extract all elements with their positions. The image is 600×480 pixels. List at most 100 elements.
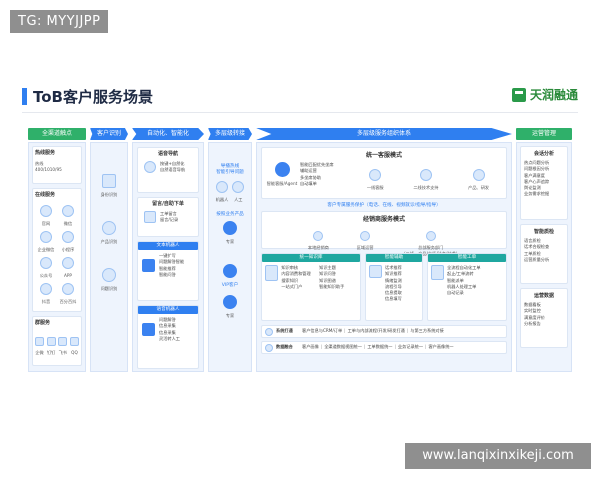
group-title: 群服务: [35, 320, 51, 326]
online-item: 微信: [57, 202, 79, 228]
first-node: 智能客服/Agent: [264, 162, 300, 187]
online-item: 百分百抖: [57, 280, 79, 306]
wecom-icon: [40, 231, 52, 243]
group-row: 企微 钉钉 飞书 QQ: [35, 331, 79, 356]
section-item: 语言质检: [524, 238, 541, 243]
online-item-label: 百分百抖: [59, 299, 77, 304]
wecom-icon: [35, 337, 44, 346]
book-icon: [265, 265, 279, 281]
card-content: 工单留言留言/记录: [140, 211, 196, 224]
operations-data-card: 运营数据 数据看板 实时监控 满意度评价 分析报告: [520, 288, 568, 348]
column-header: 客户识别: [90, 128, 128, 140]
identify-item: 问题识别: [91, 267, 127, 292]
person-icon: [369, 169, 382, 181]
tier-node: 本地经销商: [308, 226, 329, 257]
panel-content: 知识审核 知识主题 内容消费和管理 知识问答 搜索知识 知识图谱 一站式门户 智…: [262, 262, 360, 293]
card-line: 问题解答: [159, 317, 176, 322]
person-icon: [360, 231, 371, 241]
section-items: 热点问题分析 问题根因分析 客户满意度 客户心声追踪 舆论监测 业务需求挖掘: [524, 160, 564, 198]
panel-item: 话术推荐: [385, 265, 402, 270]
group-item: 钉钉: [46, 331, 56, 356]
row-cell: 工单与内部流程/开发/研发打通: [347, 328, 405, 334]
identify-label: 问题识别: [100, 286, 118, 291]
pencil-icon: [142, 259, 155, 273]
session-analysis-card: 会话分析 热点问题分析 问题根因分析 客户满意度 客户心声追踪 舆论监测 业务需…: [520, 146, 568, 220]
person-icon: [472, 169, 485, 181]
panel-item: 一站式门户: [281, 283, 303, 289]
agent-label: 人工: [234, 197, 243, 202]
section-item: 客户心声追踪: [524, 178, 550, 184]
card-title: 语音导航: [157, 151, 178, 157]
column-body: 语音导航 按键+自然化自然语音导航 留言/自助下单 工单留言留言/记录 文本机器…: [132, 142, 204, 372]
column-header: 自动化、智能化: [132, 128, 204, 140]
node-label: 产品、研发: [468, 185, 490, 190]
row-cell: 客户信息与CRM/订单: [302, 328, 343, 334]
assist-panel: 智能辅助 话术推荐 知识推荐 情绪监测 流程引导 信息提取 信息填写: [365, 253, 423, 321]
section-item: 运营质量分析: [524, 256, 550, 262]
column-header: 运营管理: [516, 128, 572, 140]
online-title: 在线服务: [35, 192, 56, 198]
column-organization: 多层级服务组织体系 统一客服模式 智能客服/Agent 智能匹配优先坐席 辅助运…: [256, 128, 512, 372]
check-circle-icon: [102, 221, 116, 235]
tier-content: 智能客服/Agent 智能匹配优先坐席 辅助运营 多坐席协助 自动填单 一线客服…: [264, 162, 504, 191]
column-body: 身份识别 产品识别 问题识别: [90, 142, 128, 372]
brand-logo: 天润融通: [511, 86, 578, 103]
node-label: 二线技术支持: [413, 185, 439, 190]
identify-label: 身份识别: [100, 192, 118, 197]
person-icon: [223, 221, 237, 235]
route-agents: 机器人 人工: [209, 178, 251, 203]
card-line: 智能推荐: [159, 265, 176, 271]
row-cell: 客户画像: [302, 344, 319, 350]
panel-item: 信息填写: [385, 296, 402, 302]
panel-item: 机器人处理工单: [447, 283, 477, 289]
section-item: 分析报告: [524, 320, 541, 326]
panel-item: 知识主题: [319, 265, 336, 270]
panel-item: 知识审核: [281, 265, 299, 270]
group-item-label: 钉钉: [46, 350, 56, 355]
tier-nodes: 一线客服 二线技术支持 产品、研发: [352, 166, 504, 191]
section-item: 数据看板: [524, 302, 541, 307]
panel-item: 流程引导: [385, 283, 402, 289]
section-title: 会话分析: [533, 151, 554, 157]
data-fusion-row: 数据融合 客户画像| 全渠道数据视图统一| 工单数据统一| 业务记录统一| 客户…: [261, 341, 507, 354]
tier-title: 统一客服模式: [365, 152, 402, 159]
row-separator: |: [394, 344, 396, 350]
column-body: 统一客服模式 智能客服/Agent 智能匹配优先坐席 辅助运营 多坐席协助 自动…: [256, 142, 512, 372]
tier-node: 产品、研发: [468, 166, 489, 191]
card-line: 信息采集: [159, 323, 176, 329]
panel-item: 搜索知识: [281, 277, 299, 283]
logo-text: 天润融通: [529, 88, 578, 102]
tier-node: 一线客服: [367, 166, 384, 191]
data-icon: [265, 343, 273, 352]
panel-item: 内容消费和管理: [281, 271, 311, 277]
person-icon: [419, 169, 432, 181]
group-item: QQ: [69, 331, 79, 356]
section-items: 语言质检 话术合规检查 工单质检 运营质量分析: [524, 238, 564, 263]
panel-item: 智能知识助手: [319, 283, 345, 289]
card-line: 智能问答: [159, 271, 176, 277]
identify-item: 身份识别: [91, 173, 127, 198]
tier-bullets: 智能匹配优先坐席 辅助运营 多坐席协助 自动填单: [300, 162, 352, 187]
capability-panels: 统一知识库 知识审核 知识主题 内容消费和管理 知识问答 搜索知识 知识图谱 一…: [261, 253, 507, 321]
id-card-icon: [102, 174, 116, 188]
hotline-numbers: 400/1010/95: [35, 167, 62, 172]
panel-items: 知识审核 知识主题 内容消费和管理 知识问答 搜索知识 知识图谱 一站式门户 智…: [281, 265, 357, 290]
vip-label: VIP客户: [221, 283, 239, 288]
row-cell: 业务记录统一: [397, 344, 424, 350]
column-header: 全渠道触点: [28, 128, 86, 140]
panel-items: 全流程自动化工单 起止/工单流转 智能派单 机器人处理工单 自动记录: [447, 265, 481, 296]
card-line: 信息采集: [159, 329, 176, 335]
agent-label: 机器人: [215, 197, 229, 202]
group-item-label: 企微: [35, 350, 44, 355]
section-title: 智能质检: [533, 229, 554, 235]
message-icon: [144, 211, 156, 224]
row-cell: 工单数据统一: [367, 344, 393, 350]
card-title: 语音机器人: [138, 306, 198, 314]
section-item: 舆论监测: [524, 185, 541, 191]
top-tag: TG: MYYJJPP: [10, 10, 109, 33]
hotline-card: 热线服务 热线 400/1010/95: [32, 146, 82, 184]
node-label: 区域运营: [356, 245, 374, 250]
link-icon: [265, 327, 273, 336]
column-identify: 客户识别 身份识别 产品识别 问题识别: [90, 128, 128, 372]
card-title: 留言/自助下单: [152, 201, 184, 207]
